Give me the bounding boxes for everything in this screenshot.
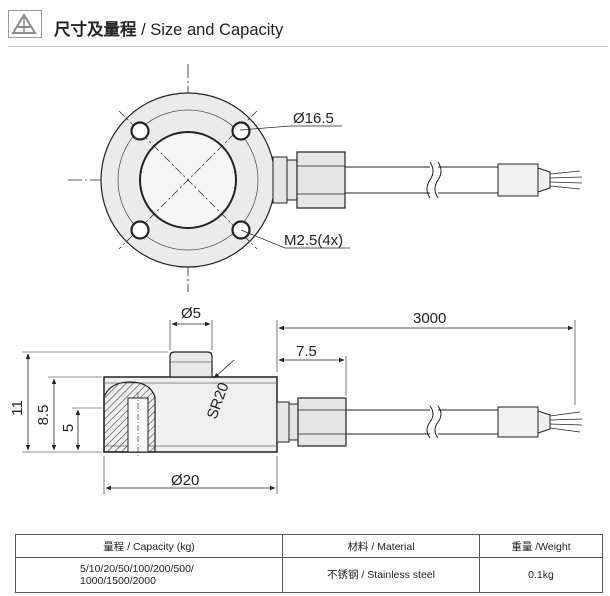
title-separator: / — [136, 21, 151, 39]
header-divider — [8, 46, 608, 47]
section-header: 尺寸及量程 / Size and Capacity — [0, 0, 610, 50]
capacity-cell: 5/10/20/50/100/200/500/ 1000/1500/2000 — [15, 557, 283, 593]
total-height-dimension: 11 — [9, 400, 26, 416]
section-title: 尺寸及量程 / Size and Capacity — [54, 16, 283, 40]
spec-table-row: 5/10/20/50/100/200/500/ 1000/1500/2000 不… — [15, 557, 603, 593]
title-cn: 尺寸及量程 — [54, 20, 137, 39]
header-capacity: 量程 / Capacity (kg) — [15, 534, 283, 558]
material-cell: 不锈钢 / Stainless steel — [282, 557, 480, 593]
side-view: Ø5 3000 7.5 11 8.5 5 SR20 Ø20 — [9, 305, 583, 494]
cable-length-dimension: 3000 — [413, 310, 446, 327]
top-view: Ø16.5 M2.5(4x) — [68, 64, 583, 292]
brand-logo — [8, 10, 42, 38]
weight-cell: 0.1kg — [479, 557, 603, 593]
capacity-line-2: 1000/1500/2000 — [80, 575, 156, 587]
offset-dimension: 7.5 — [296, 343, 317, 360]
capacity-line-1: 5/10/20/50/100/200/500/ — [80, 563, 194, 575]
flange-hole-dimension: Ø16.5 — [293, 110, 334, 127]
load-button — [169, 351, 213, 378]
cable-wires — [549, 170, 583, 190]
button-diameter-dimension: Ø5 — [181, 305, 201, 322]
bolt-circle-ring — [117, 109, 259, 251]
body-height-dimension: 8.5 — [35, 405, 52, 426]
header-material: 材料 / Material — [282, 534, 480, 558]
depth-dimension: 5 — [60, 424, 77, 432]
cable-gland-nut — [286, 159, 298, 201]
spec-table-header-row: 量程 / Capacity (kg) 材料 / Material 重量 /Wei… — [15, 534, 603, 558]
cable-sleeve — [497, 163, 539, 197]
header-weight: 重量 /Weight — [479, 534, 603, 558]
title-en: Size and Capacity — [150, 21, 284, 39]
spec-table: 量程 / Capacity (kg) 材料 / Material 重量 /Wei… — [15, 534, 603, 593]
side-cable-gland — [297, 397, 347, 447]
mounting-hole-top-right — [231, 121, 251, 141]
technical-drawing: Ø16.5 M2.5(4x) — [9, 64, 583, 494]
cable-gland-body — [296, 151, 346, 209]
mounting-hole-bottom-left — [130, 220, 150, 240]
body-diameter-dimension: Ø20 — [171, 472, 199, 489]
thread-dimension: M2.5(4x) — [284, 232, 343, 249]
mounting-hole-top-left — [130, 121, 150, 141]
cable-gland-base — [272, 156, 288, 204]
